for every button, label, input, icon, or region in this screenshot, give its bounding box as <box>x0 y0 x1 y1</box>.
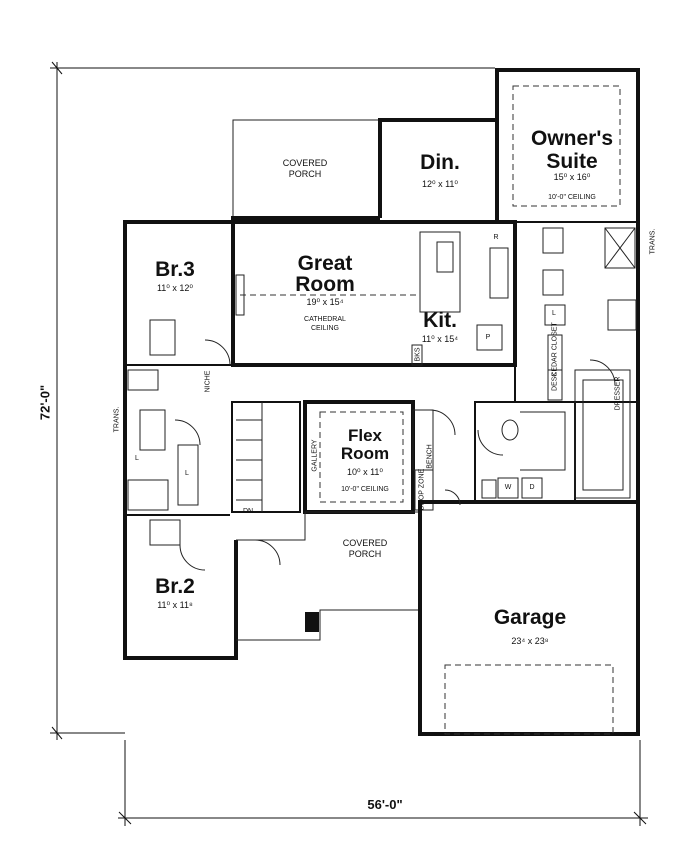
flex-room-name-line2: Room <box>340 444 390 463</box>
rear-porch-label-line1: COVERED <box>282 158 328 168</box>
great-room-ceiling-line2: CEILING <box>310 325 339 332</box>
dresser-label: DRESSER <box>614 376 622 411</box>
owners-suite-title: Owner's Suite <box>512 128 632 172</box>
owners-suite-name-line2: Suite <box>546 150 598 173</box>
depth-dimension: 72'-0" <box>37 384 53 421</box>
br2-size: 11⁰ x 11⁸ <box>157 600 193 610</box>
garage-walls <box>418 500 640 736</box>
kitchen-size: 11⁰ x 15⁴ <box>421 334 459 344</box>
great-room-name-line2: Room <box>295 273 355 296</box>
width-dimension: 56'-0" <box>367 797 403 812</box>
column <box>305 612 319 632</box>
great-room-ceiling-line1: CATHEDRAL <box>304 316 346 323</box>
stairs-down-label: DN <box>242 508 254 515</box>
drop-zone-label: DROP ZONE <box>418 468 426 511</box>
kitchen-name: Kit. <box>423 309 457 332</box>
flex-room-size: 10⁰ x 11⁰ <box>346 467 384 477</box>
front-porch-label-line2: PORCH <box>348 549 382 559</box>
owners-suite-ceiling: 10'-0" CEILING <box>548 194 596 201</box>
flex-room-name-line1: Flex <box>347 426 383 445</box>
dimension-lines <box>50 61 648 826</box>
great-room-size: 19⁰ x 15⁴ <box>306 297 344 307</box>
trans-right-label: TRANS. <box>649 228 657 255</box>
niche-label: NICHE <box>204 370 212 393</box>
br3-name: Br.3 <box>155 258 195 281</box>
great-room-name-line1: Great <box>297 252 353 275</box>
dining-size: 12⁰ x 11⁰ <box>421 179 459 189</box>
rear-porch-label-line2: PORCH <box>288 169 322 179</box>
garage-name: Garage <box>493 606 567 629</box>
stair-hall <box>231 401 301 513</box>
washer-label: W <box>504 484 512 491</box>
bench-label: BENCH <box>426 444 434 469</box>
owners-suite-size: 15⁰ x 16⁰ <box>553 172 591 182</box>
linen-label-1: L <box>135 455 139 462</box>
bedroom-wing-walls <box>123 220 238 660</box>
linen-label-2: L <box>185 470 189 477</box>
flex-room-ceiling: 10'-0" CEILING <box>341 486 389 493</box>
bookshelf-label: BKS <box>414 347 422 362</box>
dining-walls <box>378 118 497 218</box>
door-swings <box>174 339 616 571</box>
dryer-label: D <box>529 484 535 491</box>
trans-left-label: TRANS. <box>113 406 121 433</box>
front-porch-outline <box>236 511 421 641</box>
gallery-label: GALLERY <box>311 439 319 472</box>
linen-label-3: L <box>552 310 556 317</box>
owners-bath <box>514 221 639 499</box>
refrigerator-label: R <box>493 234 499 241</box>
pantry-label: P <box>485 334 491 341</box>
garage-size: 23⁴ x 23⁸ <box>511 636 549 646</box>
br2-name: Br.2 <box>155 575 195 598</box>
flex-room-walls <box>303 400 434 514</box>
owners-suite-name-line1: Owner's <box>530 127 614 150</box>
dining-name: Din. <box>420 151 460 174</box>
front-porch-label-line1: COVERED <box>342 538 388 548</box>
br3-size: 11⁰ x 12⁰ <box>156 283 194 293</box>
cedar-closet-label: CEDAR CLOSET <box>551 322 559 377</box>
